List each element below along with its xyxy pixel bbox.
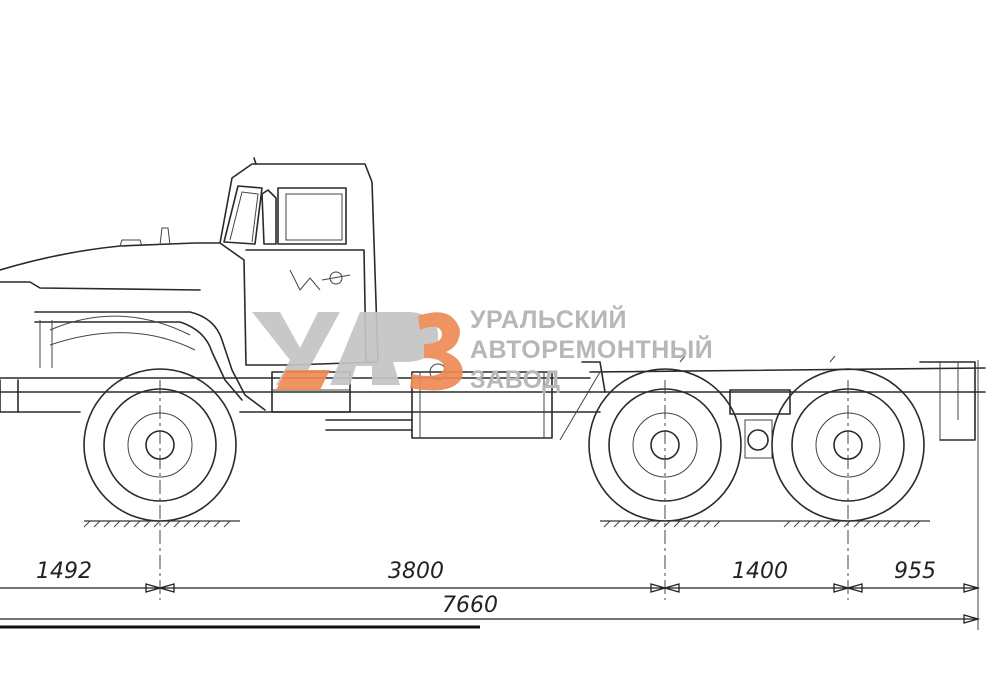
watermark-line-1: УРАЛЬСКИЙ	[470, 304, 627, 334]
ground-lines	[83, 520, 930, 528]
dim-overall-length: 7660	[442, 593, 498, 618]
dim-front-overhang: 1492	[36, 559, 92, 584]
dim-rear-overhang: 955	[894, 559, 936, 584]
watermark-logo	[252, 312, 463, 391]
dimension-row-2	[0, 614, 981, 629]
dim-tandem-spacing: 1400	[732, 559, 788, 584]
watermark-line-2: АВТОРЕМОНТНЫЙ	[470, 334, 713, 364]
dim-wheelbase: 3800	[388, 559, 444, 584]
watermark-line-3: ЗАВОД	[470, 366, 561, 394]
axle-centerlines	[159, 360, 979, 630]
dimension-row-1	[0, 583, 981, 593]
